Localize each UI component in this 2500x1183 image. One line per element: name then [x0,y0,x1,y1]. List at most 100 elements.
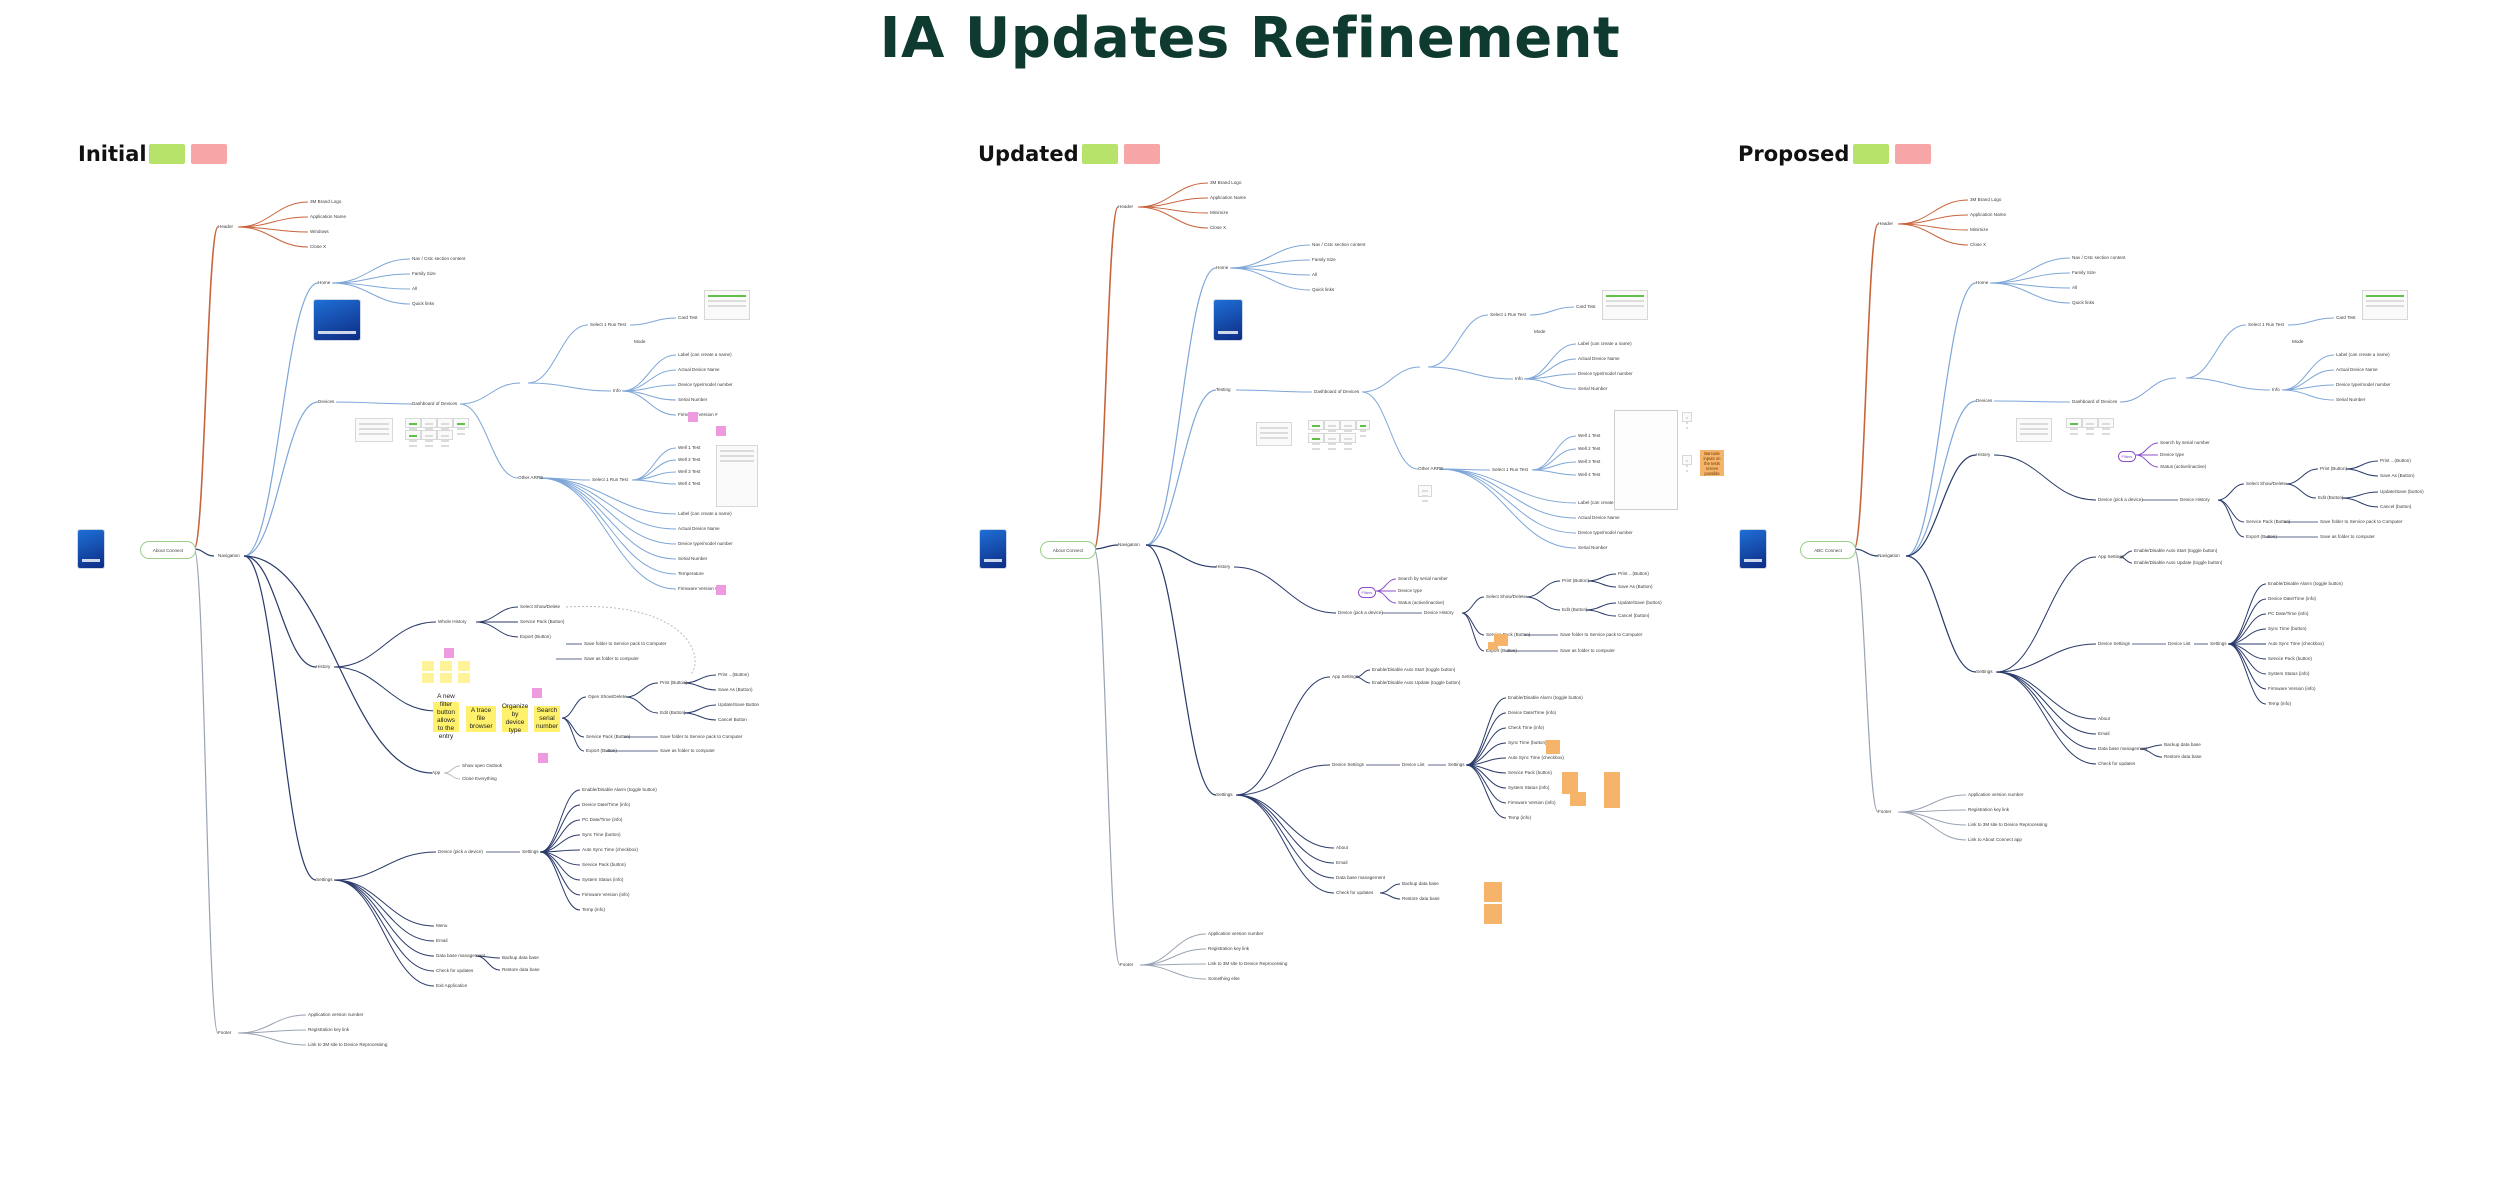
settings-item: Service Pack (button) [1508,770,1552,775]
connector-line [1465,697,1507,766]
info-item: Device type/model number [678,541,733,546]
column-label: Proposed [1738,142,1850,166]
settings-item: System Status (info) [582,877,624,882]
screen-thumbnail [2098,418,2114,435]
connector-line [1853,548,1879,813]
connector-line [2185,377,2271,391]
connector-line [333,879,435,942]
other-node: Other ARRE [518,475,544,480]
connector-line [193,226,219,550]
info-item: Label (can create a name) [2336,352,2390,357]
connector-line [539,477,677,560]
connector-line [243,282,319,557]
connector-line [2119,556,2133,564]
app-settings-node: App Settings [1332,674,1359,679]
connector-line [1235,676,1331,796]
settings-sub-node: Settings [2210,641,2227,646]
connector-line [1897,794,1967,813]
connector-line [539,851,581,881]
connector-line [443,765,461,774]
connector-line [237,1032,307,1046]
export-node: Export (Button) [1486,648,1517,653]
flag-tag [716,426,726,436]
print-target: Save As (Button) [718,687,753,692]
approved-swatch [1853,144,1889,164]
connector-line [683,704,717,714]
connector-line [335,401,413,405]
db-item: Restore data base [2164,754,2202,759]
connector-line [1235,794,1335,864]
dashboard-node: Dashboard of Devices [1314,389,1360,394]
history-item: Select Show/Delete [520,604,561,609]
connector-line [1379,892,1401,900]
screen-thumbnail [421,430,437,447]
root-node: About Connect [1040,541,1096,559]
connector-line [2287,317,2335,326]
screen-thumbnail [405,430,421,447]
well-item: Well 1 Test [1578,433,1601,438]
settings-item: Auto Sync Time (checkbox) [1508,755,1564,760]
connector-line [475,955,501,971]
connector-line [237,226,309,248]
device-settings-node: Device Settings [1332,762,1364,767]
connector-line [1993,400,2071,403]
connector-line [333,666,437,712]
connector-line [1233,566,1337,614]
info-item: Serial Number [2336,397,2366,402]
print-target: Print ...(Button) [718,672,749,677]
db-item: Backup data base [502,955,539,960]
device-history-node: Device History [1424,610,1454,615]
header-item: Close X [310,244,327,249]
home-item: Family Size [2072,270,2096,275]
header-item: Application Name [1210,195,1247,200]
service-pack-target: Save folder to Service pack to Computer [1560,632,1643,637]
device-path-node: Device (pick a device) [2098,497,2143,502]
footer-item: Application version number [1968,792,2024,797]
show-delete-node: Open Show/Delete [588,694,627,699]
connector-line [625,696,659,714]
screen-thumbnail [1324,420,1340,437]
edit-button-node: Edit (Button) [1562,607,1588,612]
approved-swatch [149,144,185,164]
flag-tag [688,412,698,422]
home-item: Nav / Cstc section content [1312,242,1366,247]
settings-more-item: Email [436,938,448,943]
filter-item: Device type [1398,588,1423,593]
navigation-node: Navigation [218,553,240,558]
info-item: Actual Device Name [2336,367,2378,372]
connector-line [1897,811,1967,841]
info-item: Serial Number [678,556,708,561]
select-run-node: Select 1 Run Test [592,477,628,482]
header-item: Application Name [1970,212,2007,217]
connector-line [539,804,581,853]
navigation-node: Navigation [1878,553,1900,558]
sticky-note [1604,794,1620,808]
screen-thumbnail [1324,433,1340,450]
screen-thumbnail [704,290,750,320]
footer-node: Footer [1878,809,1892,814]
connector-line [1995,643,2097,673]
rejected-swatch [1124,144,1160,164]
info-node: Info [613,388,621,393]
connector-line [1897,223,1969,246]
settings-more-item: Check for updates [436,968,474,973]
header-item: Application Name [310,214,347,219]
connector-line [1375,578,1397,592]
connector-line [331,258,411,284]
connector-line [2227,643,2267,705]
connector-line [1427,366,1514,380]
print-target: Print ...(Button) [2380,458,2411,463]
connector-line [1461,596,1485,614]
connector-line [1145,544,1217,796]
history-target: Save as folder to computer [584,656,639,661]
header-item: Close X [1970,242,1987,247]
sticky-note [440,661,452,671]
export-node: Export (Button) [586,748,617,753]
column-header-proposed: Proposed [1738,142,1958,166]
info-item: Serial Number [1578,545,1608,550]
connector-line [333,879,435,957]
connector-line [1995,671,2097,765]
header-node: Header [1878,221,1894,226]
connector-line [561,696,587,719]
show-delete-node: Select Show/Delete [1486,594,1527,599]
